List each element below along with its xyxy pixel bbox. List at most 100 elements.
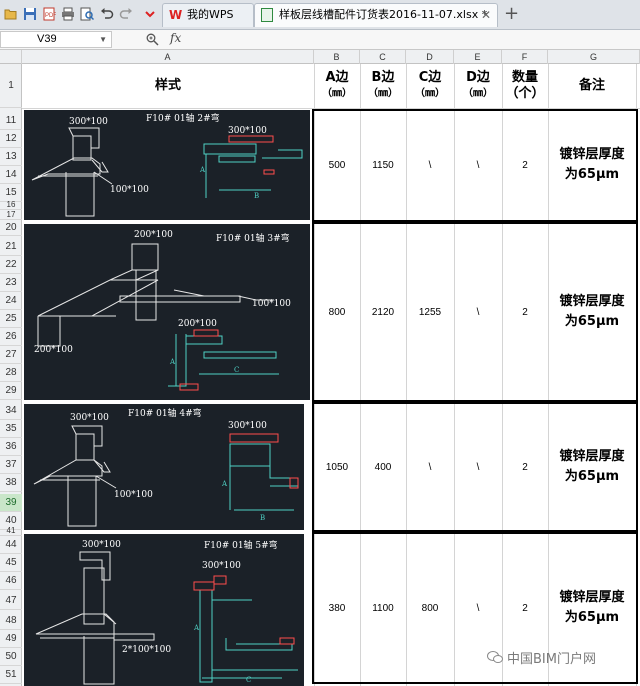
cell-quantity[interactable]: 2: [522, 306, 528, 318]
tab-my-wps[interactable]: W 我的WPS: [162, 3, 254, 27]
cell-a-side[interactable]: 500: [328, 159, 346, 171]
header-quantity[interactable]: 数量（个）: [502, 64, 548, 108]
cell-a-side[interactable]: 800: [328, 306, 346, 318]
drawing-dim-top: 300*100: [70, 413, 109, 423]
row-header[interactable]: 20: [0, 220, 22, 236]
row-header[interactable]: 21: [0, 238, 22, 256]
row-header[interactable]: 49: [0, 630, 22, 648]
column-header-f[interactable]: F: [502, 50, 548, 64]
row-header[interactable]: 48: [0, 612, 22, 630]
column-header-a[interactable]: A: [22, 50, 314, 64]
row-header[interactable]: 46: [0, 572, 22, 590]
cell-c-side[interactable]: \: [428, 461, 432, 473]
cell-note[interactable]: 镀锌层厚度为65μm: [548, 404, 636, 530]
chevron-down-icon[interactable]: ▼: [99, 35, 107, 44]
column-header-d[interactable]: D: [406, 50, 454, 64]
column-header-g[interactable]: G: [548, 50, 640, 64]
header-note[interactable]: 备注: [548, 64, 636, 108]
row-header[interactable]: 44: [0, 536, 22, 554]
cell-note[interactable]: 镀锌层厚度为65μm: [548, 110, 636, 220]
row-header[interactable]: 26: [0, 328, 22, 346]
header-label: 数量: [511, 70, 538, 85]
header-d-side[interactable]: D边（㎜）: [454, 64, 502, 108]
cell-c-side[interactable]: 800: [421, 602, 439, 614]
row-header[interactable]: 22: [0, 256, 22, 274]
row-header[interactable]: 23: [0, 274, 22, 292]
row-header[interactable]: 15: [0, 184, 22, 202]
row-header[interactable]: 29: [0, 382, 22, 400]
header-unit: （㎜）: [415, 88, 445, 99]
row-header[interactable]: 37: [0, 456, 22, 474]
save-icon[interactable]: [23, 7, 37, 21]
header-a-side[interactable]: A边（㎜）: [314, 64, 360, 108]
header-label: B边: [371, 70, 395, 85]
cell-d-side[interactable]: \: [476, 306, 480, 318]
cell-b-side[interactable]: 2120: [371, 306, 395, 318]
undo-icon[interactable]: [100, 7, 114, 21]
worksheet-grid[interactable]: 样式 A边（㎜） B边（㎜） C边（㎜） D边（㎜） 数量（个） 备注 F10#…: [22, 64, 640, 686]
drawing-dim-lower: B: [260, 514, 265, 522]
row-header[interactable]: 38: [0, 474, 22, 492]
print-icon[interactable]: [61, 7, 75, 21]
row-header[interactable]: 41: [0, 526, 22, 536]
row-header[interactable]: 13: [0, 148, 22, 166]
row-header[interactable]: 34: [0, 402, 22, 420]
export-pdf-icon[interactable]: PDF: [42, 7, 56, 21]
header-label: C边: [418, 70, 442, 85]
row-header[interactable]: 45: [0, 554, 22, 572]
cell-a-side[interactable]: 1050: [325, 461, 349, 473]
header-b-side[interactable]: B边（㎜）: [360, 64, 406, 108]
row-header[interactable]: 11: [0, 112, 22, 130]
row-header[interactable]: 24: [0, 292, 22, 310]
drawing-dim-lower: C: [246, 676, 251, 684]
redo-icon[interactable]: [119, 7, 133, 21]
function-button[interactable]: fx: [170, 31, 182, 45]
row-header[interactable]: 50: [0, 648, 22, 666]
cell-a-side[interactable]: 380: [328, 602, 346, 614]
header-c-side[interactable]: C边 （㎜）: [406, 64, 454, 108]
close-tab-icon[interactable]: ✕: [480, 8, 491, 22]
cell-quantity[interactable]: 2: [522, 159, 528, 171]
drawing-dim-inset: 200*100: [178, 319, 217, 329]
cell-b-side[interactable]: 1150: [372, 159, 394, 171]
row-header[interactable]: 12: [0, 130, 22, 148]
column-header-b[interactable]: B: [314, 50, 360, 64]
row-header[interactable]: 16: [0, 200, 22, 210]
print-preview-icon[interactable]: [80, 7, 94, 21]
cell-d-side[interactable]: \: [476, 159, 480, 171]
header-style[interactable]: 样式: [22, 64, 314, 108]
row-header[interactable]: 28: [0, 364, 22, 382]
cell-b-side[interactable]: 1100: [372, 602, 394, 614]
cell-quantity[interactable]: 2: [522, 602, 528, 614]
column-header-c[interactable]: C: [360, 50, 406, 64]
column-header-e[interactable]: E: [454, 50, 502, 64]
new-tab-icon[interactable]: +: [504, 3, 520, 24]
tab-workbook[interactable]: 样板层线槽配件订货表2016-11-07.xlsx * ✕: [254, 3, 498, 27]
cell-c-side[interactable]: \: [428, 159, 432, 171]
zoom-search-icon[interactable]: [146, 33, 159, 46]
row-header[interactable]: 51: [0, 666, 22, 684]
row-header[interactable]: 1: [0, 64, 22, 108]
cell-b-side[interactable]: 400: [374, 461, 392, 473]
row-header[interactable]: 36: [0, 438, 22, 456]
cell-note[interactable]: 镀锌层厚度为65μm: [548, 224, 636, 400]
row-header[interactable]: 27: [0, 346, 22, 364]
row-header[interactable]: 47: [0, 592, 22, 610]
cell-d-side[interactable]: \: [476, 602, 480, 614]
name-box[interactable]: V39 ▼: [0, 31, 112, 48]
cell-quantity[interactable]: 2: [522, 461, 528, 473]
cell-d-side[interactable]: \: [476, 461, 480, 473]
row-header[interactable]: 25: [0, 310, 22, 328]
row-header[interactable]: 40: [0, 512, 22, 530]
row-header[interactable]: 35: [0, 420, 22, 438]
select-all-corner[interactable]: [0, 50, 22, 64]
row-header[interactable]: 17: [0, 210, 22, 220]
cell-note[interactable]: 镀锌层厚度为65μm: [548, 534, 636, 682]
row-header[interactable]: 14: [0, 166, 22, 184]
row-header-selected[interactable]: 39: [0, 494, 22, 512]
drawing-dim-right: 300*100: [228, 421, 267, 431]
cell-c-side[interactable]: 1255: [418, 306, 442, 318]
drawing-dim-side: A: [221, 480, 228, 488]
open-folder-icon[interactable]: [4, 7, 18, 21]
customize-toolbar-icon[interactable]: [143, 7, 157, 21]
